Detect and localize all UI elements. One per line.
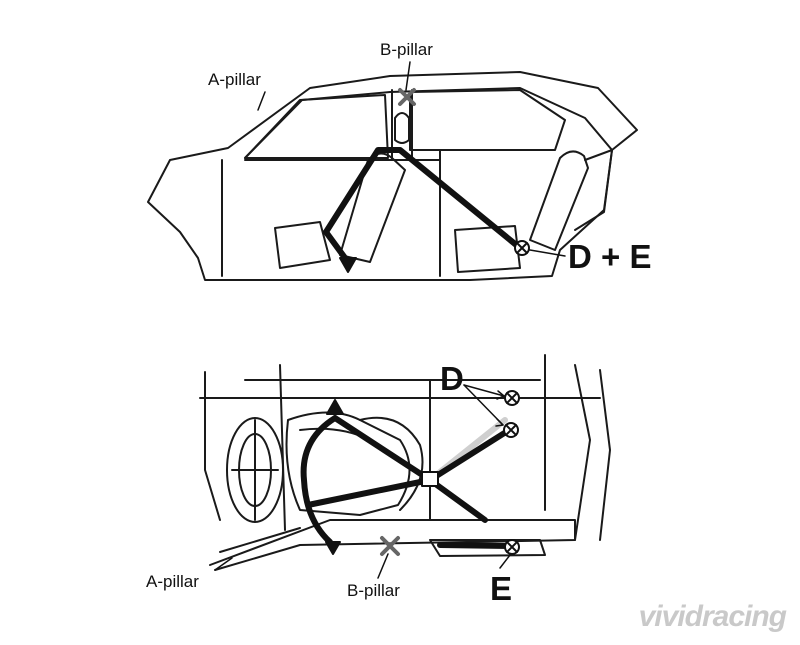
vividracing-watermark: vividracing	[638, 600, 787, 633]
bottom-e-label: E	[490, 570, 513, 607]
top-a-pillar-label: A-pillar	[208, 70, 261, 89]
car-top-view	[199, 354, 611, 571]
bottom-d-label: D	[440, 360, 464, 397]
car-side-view	[147, 71, 638, 281]
bottom-a-pillar-label: A-pillar	[146, 572, 199, 591]
buckle	[421, 471, 439, 487]
bottom-harness-straps	[300, 415, 513, 549]
top-b-pillar-label: B-pillar	[380, 40, 433, 59]
top-leader-lines	[257, 61, 566, 257]
top-mount-points	[339, 88, 530, 273]
bottom-leader-lines	[214, 384, 511, 579]
top-d-e-label: D + E	[568, 238, 652, 275]
bottom-b-pillar-label: B-pillar	[347, 581, 400, 600]
bottom-mount-points	[325, 390, 520, 556]
